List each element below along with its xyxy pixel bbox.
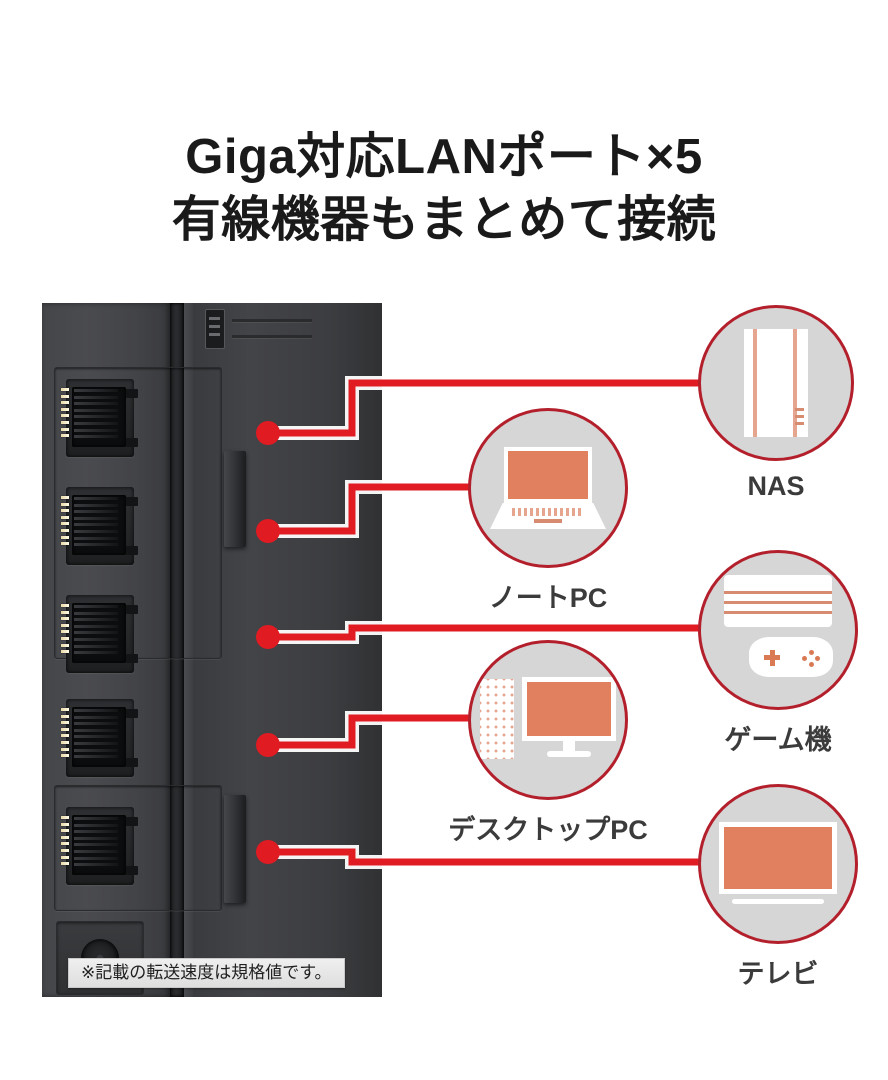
headline-line-2: 有線機器もまとめて接続 xyxy=(171,192,717,247)
router-port-plate-lower xyxy=(54,785,222,911)
page-title: Giga対応LANポート×5 有線機器もまとめて接続 xyxy=(0,126,888,251)
device-circle-laptop xyxy=(468,408,628,568)
device-circle-console xyxy=(698,550,858,710)
device-desktop[interactable]: デスクトップPC xyxy=(448,640,648,856)
lan-port-2[interactable] xyxy=(60,483,140,569)
desktop-pc-icon xyxy=(480,677,616,763)
device-label-laptop: ノートPC xyxy=(488,583,608,613)
device-label-tv: テレビ xyxy=(737,959,819,989)
device-label-nas: NAS xyxy=(747,471,805,501)
router-port-plate-upper xyxy=(54,367,222,659)
lan-port-4[interactable] xyxy=(60,695,140,781)
lan-port-5[interactable] xyxy=(60,803,140,889)
device-circle-desktop xyxy=(468,640,628,800)
footnote-banner: ※記載の転送速度は規格値です。 xyxy=(68,958,345,988)
device-nas[interactable]: NAS xyxy=(698,305,854,515)
router-rib-upper xyxy=(224,451,246,547)
router-top-line-1 xyxy=(232,319,312,322)
router-vent-slot xyxy=(205,309,225,349)
television-icon xyxy=(719,822,837,906)
router-rear-photo xyxy=(42,303,382,997)
device-circle-nas xyxy=(698,305,854,461)
device-circle-tv xyxy=(698,784,858,944)
laptop-icon xyxy=(490,447,606,529)
router-rib-lower xyxy=(224,795,246,903)
device-tv[interactable]: テレビ xyxy=(698,784,858,1002)
router-top-line-2 xyxy=(232,335,312,338)
game-console-icon xyxy=(719,574,837,679)
device-laptop[interactable]: ノートPC xyxy=(468,408,628,624)
lan-port-3[interactable] xyxy=(60,591,140,677)
lan-port-1[interactable] xyxy=(60,375,140,461)
router-seam-groove xyxy=(170,303,184,997)
device-label-desktop: デスクトップPC xyxy=(448,815,648,845)
device-console[interactable]: ゲーム機 xyxy=(698,550,858,768)
device-label-console: ゲーム機 xyxy=(724,725,832,755)
nas-icon xyxy=(744,329,808,437)
router-seam-highlight xyxy=(184,303,193,997)
headline-line-1: Giga対応LANポート×5 xyxy=(185,130,703,184)
